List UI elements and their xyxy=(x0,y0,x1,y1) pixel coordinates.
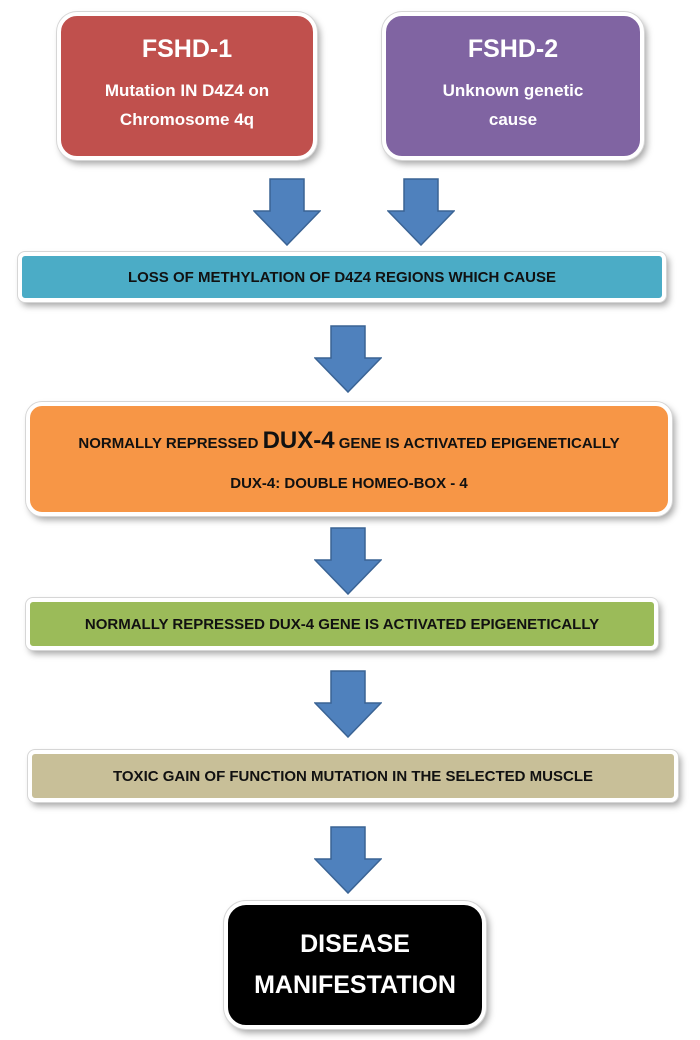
arrow-down-icon xyxy=(314,527,382,595)
disease-line2: MANIFESTATION xyxy=(254,971,456,999)
fshd2-title: FSHD-2 xyxy=(467,34,559,63)
disease-manifestation-box: DISEASE MANIFESTATION xyxy=(224,901,486,1029)
dux4-prefix: NORMALLY REPRESSED xyxy=(78,434,259,452)
dux4-definition: DUX-4: DOUBLE HOMEO-BOX - 4 xyxy=(230,474,468,492)
fshd1-title: FSHD-1 xyxy=(141,34,233,63)
loss-of-methylation-box: LOSS OF METHYLATION OF D4Z4 REGIONS WHIC… xyxy=(18,252,666,302)
toxic-gain-box: TOXIC GAIN OF FUNCTION MUTATION IN THE S… xyxy=(28,750,678,802)
dux4-emphasis: DUX-4 xyxy=(262,426,335,454)
loss-of-methylation-text: LOSS OF METHYLATION OF D4Z4 REGIONS WHIC… xyxy=(127,268,557,286)
fshd1-description-line1: Mutation IN D4Z4 on xyxy=(104,80,270,100)
arrow-down-icon xyxy=(314,670,382,738)
fshd1-description-line2: Chromosome 4q xyxy=(119,109,255,129)
arrow-down-icon xyxy=(314,325,382,393)
disease-line1: DISEASE xyxy=(300,930,410,958)
dux4-activation-text: NORMALLY REPRESSED DUX-4 GENE IS ACTIVAT… xyxy=(78,427,619,455)
fshd1-box: FSHD-1 Mutation IN D4Z4 on Chromosome 4q xyxy=(57,12,317,160)
dux4-activated-box: NORMALLY REPRESSED DUX-4 GENE IS ACTIVAT… xyxy=(26,598,658,650)
arrow-down-icon xyxy=(314,826,382,894)
fshd2-description-line1: Unknown genetic xyxy=(442,80,584,100)
dux4-suffix: GENE IS ACTIVATED EPIGENETICALLY xyxy=(338,434,620,452)
toxic-gain-text: TOXIC GAIN OF FUNCTION MUTATION IN THE S… xyxy=(113,767,593,785)
fshd2-box: FSHD-2 Unknown genetic cause xyxy=(382,12,644,160)
dux4-activation-box: NORMALLY REPRESSED DUX-4 GENE IS ACTIVAT… xyxy=(26,402,672,516)
dux4-activated-text: NORMALLY REPRESSED DUX-4 GENE IS ACTIVAT… xyxy=(84,615,600,633)
arrow-down-icon xyxy=(253,178,321,246)
fshd1-description: Mutation IN D4Z4 on Chromosome 4q xyxy=(105,76,269,134)
arrow-down-icon xyxy=(387,178,455,246)
fshd2-description-line2: cause xyxy=(488,109,538,129)
fshd2-description: Unknown genetic cause xyxy=(443,76,584,134)
